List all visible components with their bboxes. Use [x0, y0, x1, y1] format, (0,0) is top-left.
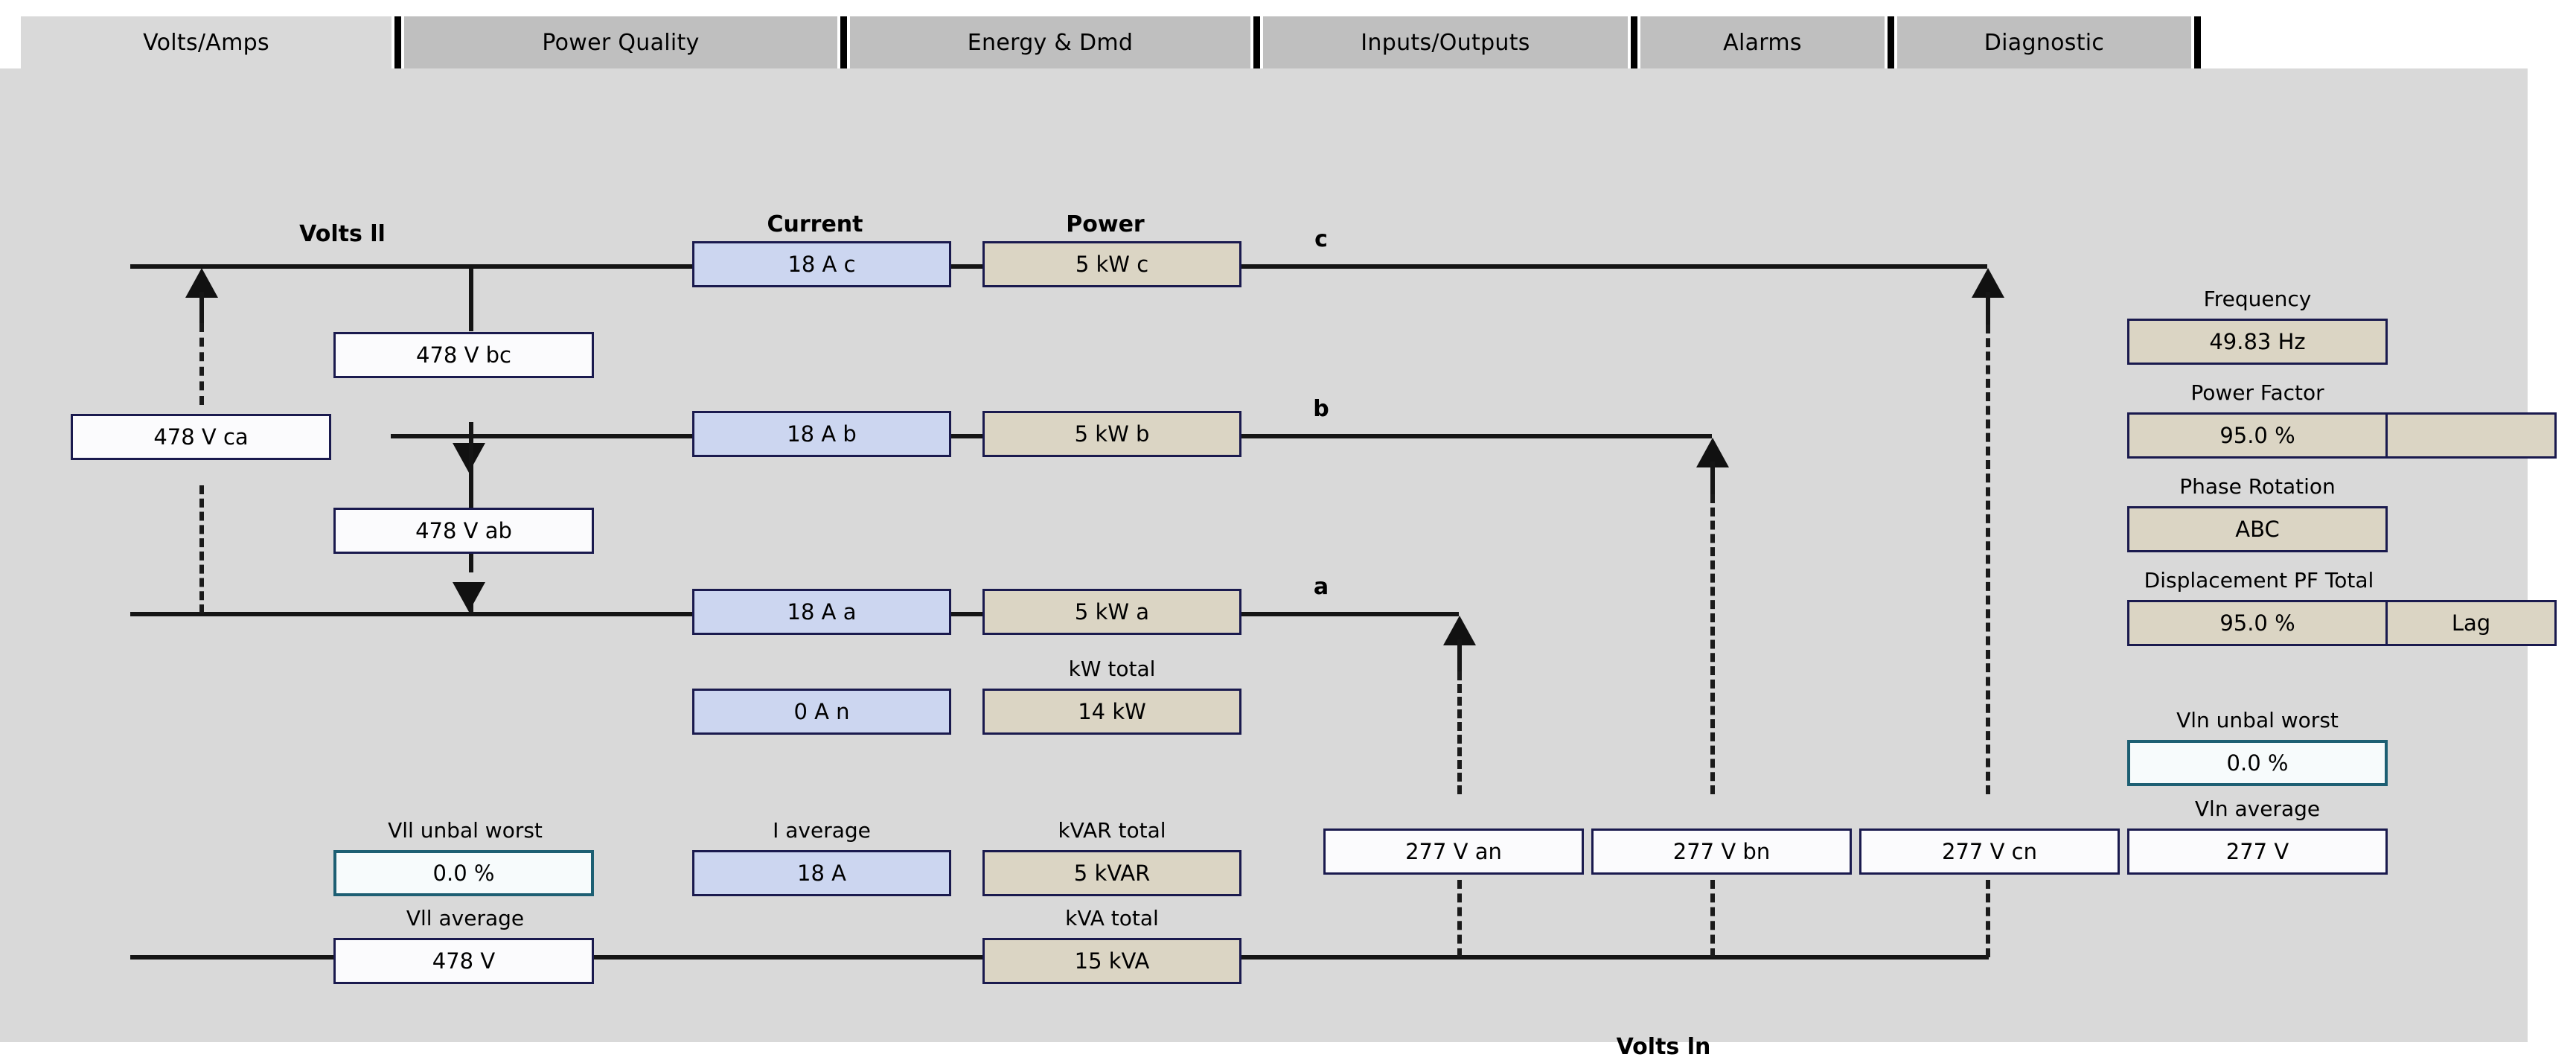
tab-label: Volts/Amps: [143, 29, 269, 56]
i-average-label: I average: [773, 818, 871, 843]
tick-vbn-arrowstem: [1710, 462, 1715, 497]
dash-vca-lower: [199, 485, 204, 613]
tab-diagnostic[interactable]: Diagnostic: [1897, 16, 2191, 68]
dash-vbn-upper: [1710, 494, 1715, 794]
value-vll-unbal-worst[interactable]: 0.0 %: [333, 850, 594, 896]
phase-label-b: b: [1313, 396, 1329, 422]
arrow-vab-down: [453, 582, 485, 612]
tick-vca-arrowstem: [199, 292, 204, 328]
stub-c-current-power: [942, 264, 979, 269]
phase-rotation-label: Phase Rotation: [2179, 474, 2336, 499]
value-dpf-total[interactable]: 95.0 %: [2127, 600, 2388, 646]
stub-b-current-power: [942, 434, 979, 438]
value-frequency[interactable]: 49.83 Hz: [2127, 319, 2388, 365]
tick-vbc-top: [469, 264, 473, 331]
value-power-factor[interactable]: 95.0 %: [2127, 412, 2388, 459]
tab-label: Alarms: [1723, 29, 1802, 56]
phase-label-a: a: [1313, 574, 1329, 600]
dash-van-upper: [1457, 671, 1462, 794]
kw-total-label: kW total: [1068, 657, 1156, 681]
value-van[interactable]: 277 V an: [1323, 828, 1584, 875]
value-vll-average[interactable]: 478 V: [333, 938, 594, 984]
volts-ll-title: Volts ll: [299, 221, 386, 247]
tab-power-quality[interactable]: Power Quality: [404, 16, 837, 68]
value-i-average[interactable]: 18 A: [692, 850, 951, 896]
tab-volts-amps[interactable]: Volts/Amps: [21, 16, 391, 68]
vln-unbal-worst-label: Vln unbal worst: [2176, 708, 2339, 732]
tick-vcn-arrowstem: [1986, 292, 1990, 328]
tab-label: Diagnostic: [1984, 29, 2105, 56]
vln-average-label: Vln average: [2194, 796, 2321, 821]
tab-label: Power Quality: [542, 29, 700, 56]
value-kw-total[interactable]: 14 kW: [982, 689, 1241, 735]
vll-unbal-worst-label: Vll unbal worst: [388, 818, 543, 843]
tab-separator: [2194, 16, 2201, 68]
tab-bar: Volts/Amps Power Quality Energy & Dmd In…: [0, 0, 2576, 68]
volts-ln-title: Volts ln: [1616, 1034, 1711, 1060]
dash-vbn-lower: [1710, 880, 1715, 957]
frequency-label: Frequency: [2203, 287, 2312, 311]
value-power-factor-sign[interactable]: [2385, 412, 2557, 459]
tick-vab-top: [469, 438, 473, 572]
value-current-a[interactable]: 18 A a: [692, 589, 951, 635]
value-current-b[interactable]: 18 A b: [692, 411, 951, 457]
stub-a-current-power: [942, 612, 979, 616]
power-column-title: Power: [1066, 211, 1145, 237]
kva-total-label: kVA total: [1065, 906, 1159, 930]
value-vab[interactable]: 478 V ab: [333, 508, 594, 554]
value-power-a[interactable]: 5 kW a: [982, 589, 1241, 635]
phase-label-c: c: [1314, 226, 1328, 252]
value-kva-total[interactable]: 15 kVA: [982, 938, 1241, 984]
value-vln-unbal-worst[interactable]: 0.0 %: [2127, 740, 2388, 786]
tab-separator: [1253, 16, 1260, 68]
dpf-total-label: Displacement PF Total: [2144, 568, 2374, 593]
tick-van-arrowstem: [1457, 639, 1462, 675]
value-vca[interactable]: 478 V ca: [71, 414, 331, 460]
value-current-n[interactable]: 0 A n: [692, 689, 951, 735]
tab-separator: [394, 16, 401, 68]
vll-average-label: Vll average: [406, 906, 525, 930]
dash-vca-upper: [199, 323, 204, 405]
kvar-total-label: kVAR total: [1058, 818, 1166, 843]
tab-label: Energy & Dmd: [967, 29, 1134, 56]
current-column-title: Current: [767, 211, 863, 237]
tab-alarms[interactable]: Alarms: [1640, 16, 1885, 68]
power-factor-label: Power Factor: [2190, 380, 2324, 405]
value-kvar-total[interactable]: 5 kVAR: [982, 850, 1241, 896]
value-current-c[interactable]: 18 A c: [692, 241, 951, 287]
tab-energy-dmd[interactable]: Energy & Dmd: [850, 16, 1250, 68]
value-dpf-total-sign[interactable]: Lag: [2385, 600, 2557, 646]
value-vln-average[interactable]: 277 V: [2127, 828, 2388, 875]
tab-separator: [840, 16, 847, 68]
dash-vcn-lower: [1986, 880, 1990, 957]
tab-label: Inputs/Outputs: [1361, 29, 1530, 56]
tab-separator: [1888, 16, 1894, 68]
value-vbc[interactable]: 478 V bc: [333, 332, 594, 378]
dash-van-lower: [1457, 880, 1462, 957]
volts-amps-diagram-panel: Volts ll Volts ln Current Power c b a 47…: [0, 68, 2557, 1059]
value-vbn[interactable]: 277 V bn: [1591, 828, 1852, 875]
tab-inputs-outputs[interactable]: Inputs/Outputs: [1263, 16, 1628, 68]
value-power-c[interactable]: 5 kW c: [982, 241, 1241, 287]
value-phase-rotation[interactable]: ABC: [2127, 506, 2388, 552]
tab-separator: [1631, 16, 1637, 68]
dash-vcn-upper: [1986, 325, 1990, 794]
value-power-b[interactable]: 5 kW b: [982, 411, 1241, 457]
value-vcn[interactable]: 277 V cn: [1859, 828, 2120, 875]
